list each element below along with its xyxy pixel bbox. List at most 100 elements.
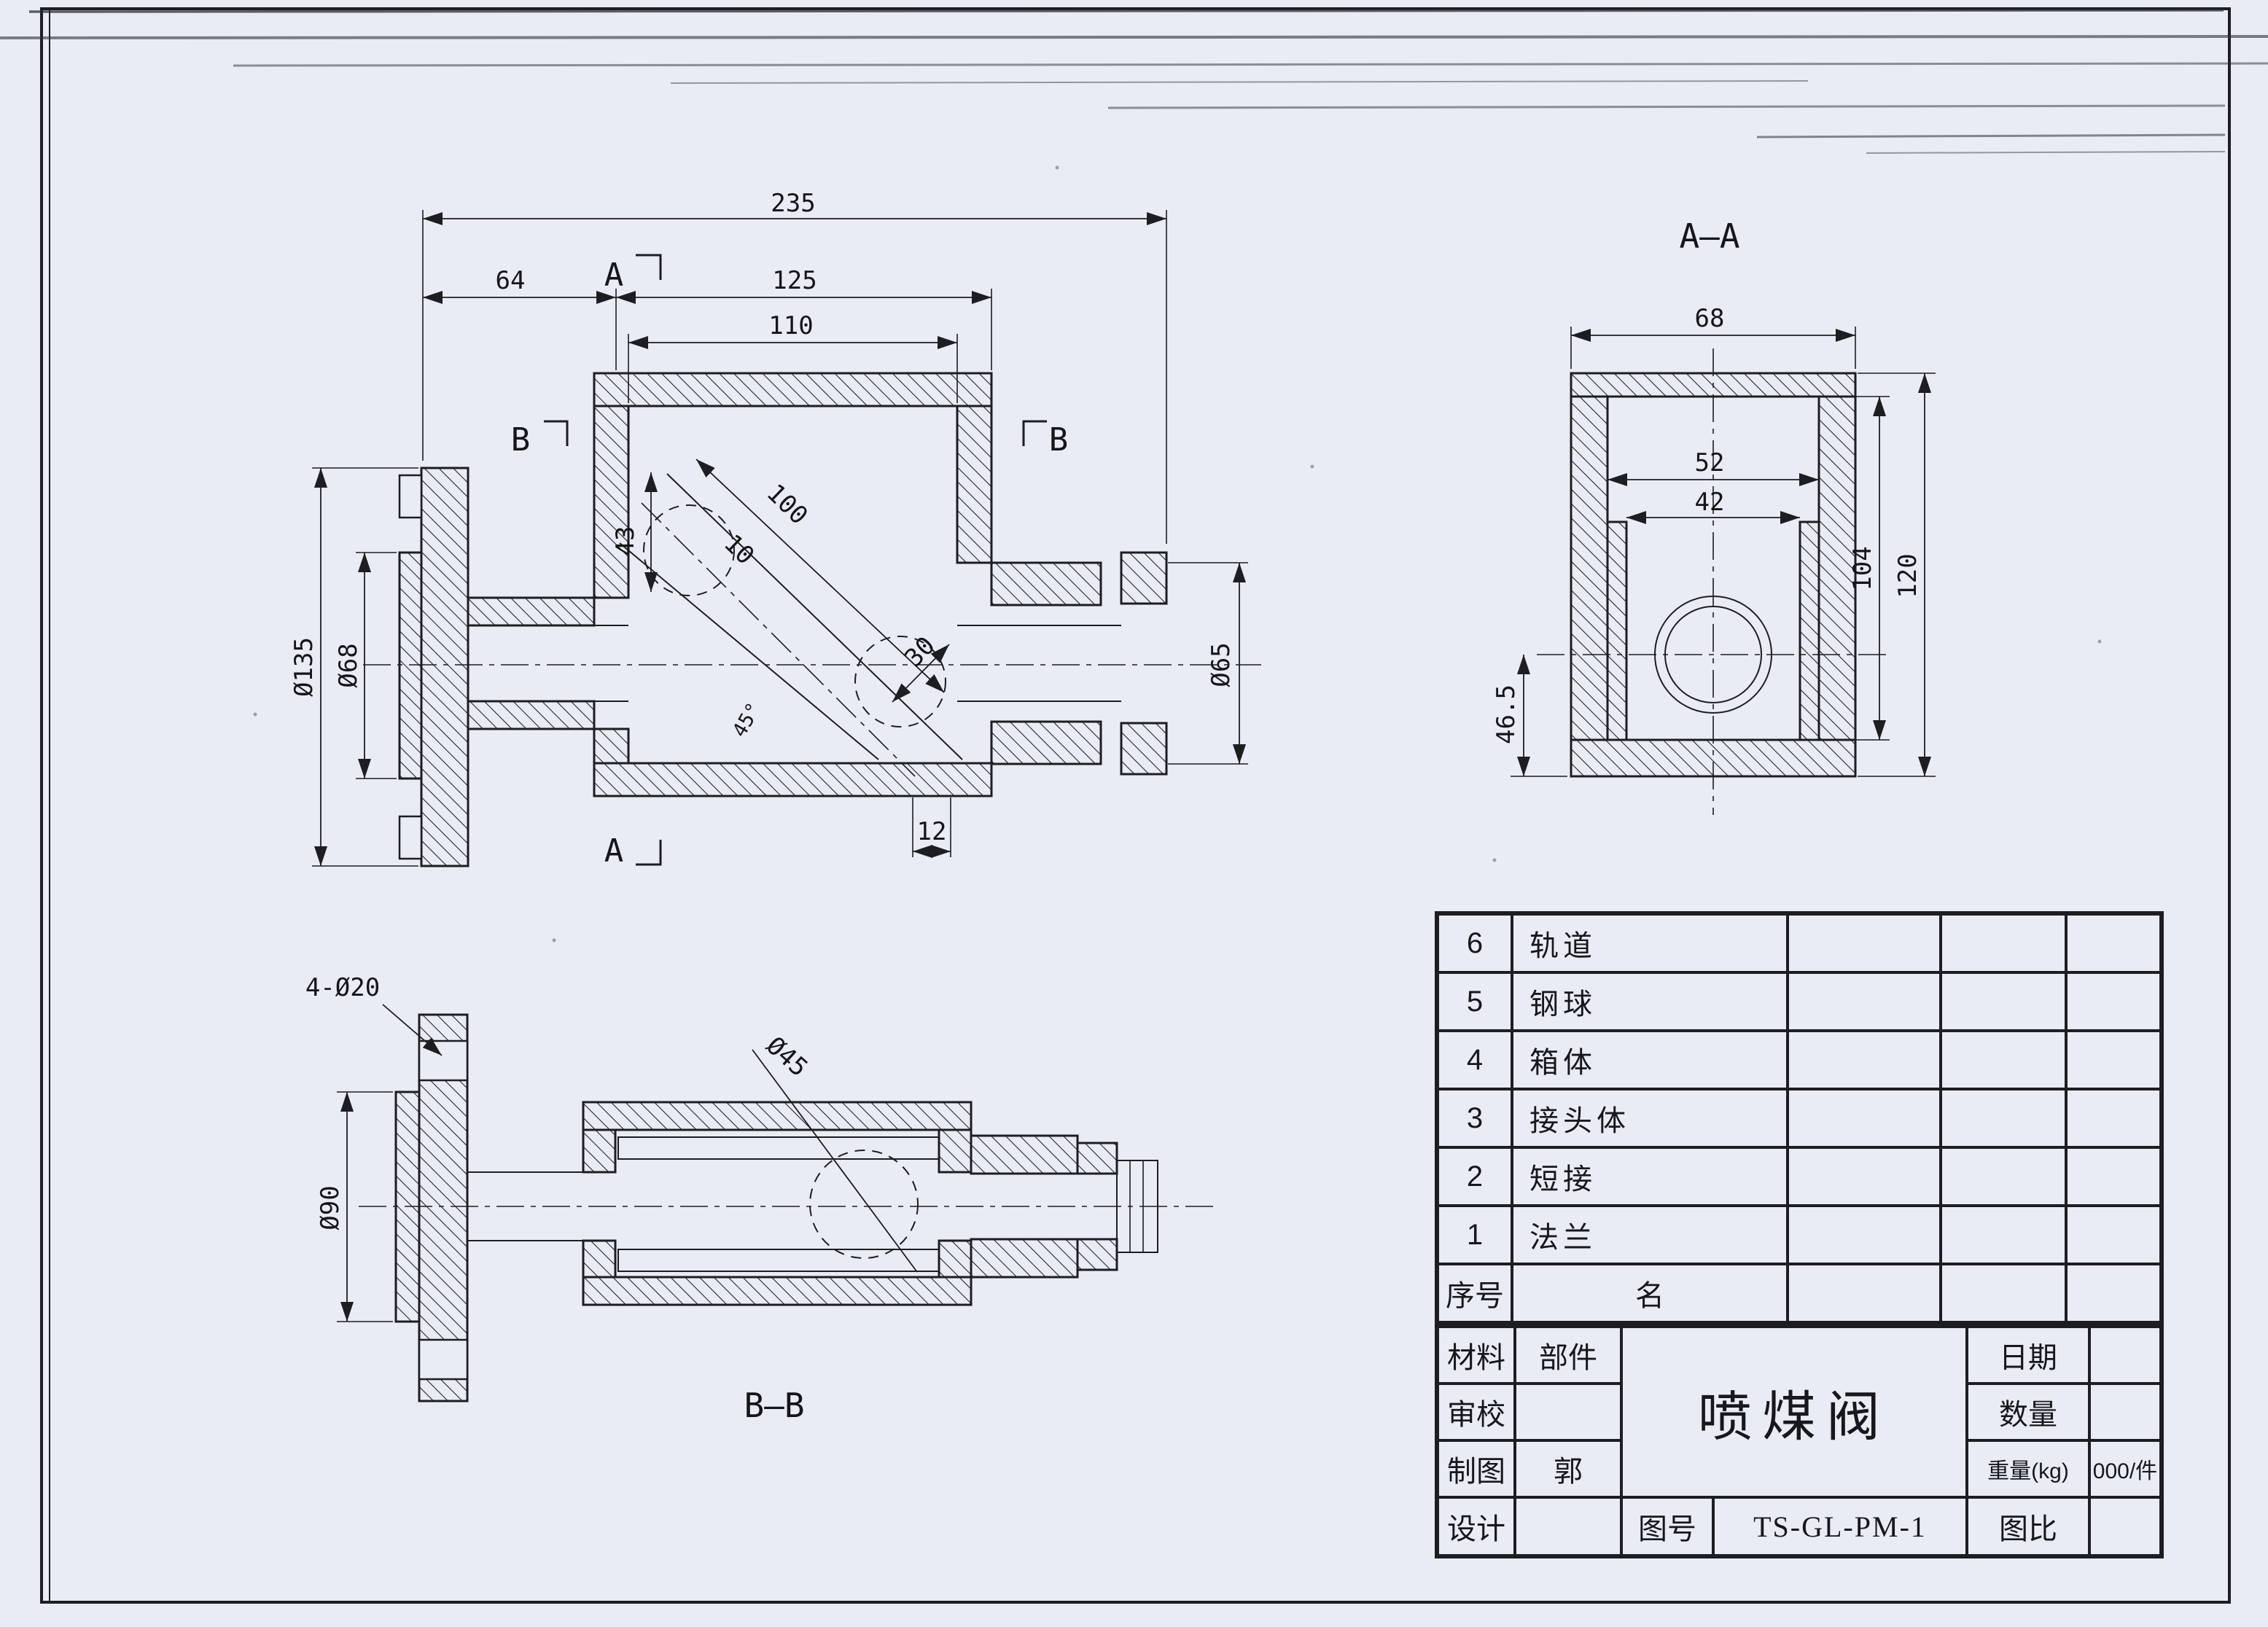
- parts-empty-cell: [1788, 972, 1941, 1031]
- titleblock-empty-cell: [2089, 1327, 2161, 1384]
- aa-rail-left: [1606, 520, 1628, 741]
- section-bracket-b-right: [1022, 420, 1047, 446]
- parts-empty-cell: [1941, 1206, 2066, 1264]
- extension-lines: [1511, 327, 1936, 777]
- parts-empty-cell: [1788, 1206, 1941, 1264]
- dim-d65-label: Ø65: [1207, 642, 1236, 687]
- flange-plate: [420, 467, 469, 867]
- part-no: 4: [1438, 1031, 1512, 1089]
- parts-empty-cell: [1941, 914, 2066, 972]
- bb-sleeve-bottom: [617, 1249, 940, 1272]
- dim-d90-label: Ø90: [316, 1185, 345, 1230]
- dim-100-label: 100: [761, 478, 814, 530]
- bb-end-cap-lines: [1129, 1160, 1144, 1252]
- section-bracket-a-top: [636, 254, 662, 280]
- scan-streak: [1756, 133, 2226, 138]
- parts-empty-cell: [2066, 1031, 2161, 1089]
- scan-speckle: [552, 938, 556, 943]
- scan-streak: [0, 35, 2268, 39]
- part-name: 箱体: [1512, 1031, 1788, 1089]
- weight-value: 000/件: [2089, 1440, 2161, 1497]
- qty-label: 数量: [1967, 1384, 2089, 1440]
- dim-line-30: [892, 644, 950, 703]
- dim-68-label: 68: [1695, 304, 1725, 333]
- part-name: 轨道: [1512, 914, 1788, 972]
- title-block: 材料 部件 喷煤阀 日期 审校 数量 制图 郭 重量(kg) 000/件 设计 …: [1435, 1324, 2164, 1558]
- pipe-bore-lines: [594, 625, 628, 702]
- bb-flange-raised-face: [394, 1090, 421, 1323]
- dim-120-label: 120: [1893, 553, 1922, 598]
- connector-bore-lines: [957, 625, 1121, 702]
- part-label: 部件: [1515, 1327, 1621, 1384]
- dim-125-label: 125: [772, 266, 817, 295]
- parts-empty-cell: [2066, 1147, 2161, 1206]
- dim-110-label: 110: [768, 311, 813, 340]
- bb-bolt-hole-top: [418, 1039, 469, 1082]
- coupling-lower: [1120, 722, 1168, 776]
- scan-speckle: [1310, 464, 1314, 469]
- bb-body-top-wall: [582, 1101, 973, 1131]
- bb-right-wall-upper: [938, 1128, 973, 1174]
- dim-64-label: 64: [496, 266, 526, 295]
- holes-label: 4-Ø20: [305, 973, 380, 1002]
- parts-empty-cell: [1788, 1147, 1941, 1206]
- section-marker-b-right: B: [1049, 421, 1069, 459]
- parts-empty-cell: [1941, 1147, 2066, 1206]
- titleblock-empty-cell: [1515, 1497, 1621, 1556]
- scan-speckle: [2097, 639, 2102, 644]
- bb-connector-lower: [970, 1238, 1079, 1279]
- parts-empty-cell: [2066, 1089, 2161, 1147]
- body-top-wall: [593, 372, 993, 407]
- part-name: 钢球: [1512, 972, 1788, 1031]
- part-name: 短接: [1512, 1147, 1788, 1206]
- part-no: 6: [1438, 914, 1512, 972]
- bb-sleeve-top: [617, 1136, 940, 1160]
- scale-label: 图比: [1967, 1497, 2089, 1556]
- border-rect: [40, 7, 2231, 1604]
- section-bracket-b-left: [544, 420, 569, 446]
- body-left-wall-upper: [593, 405, 630, 599]
- section-aa-title: A—A: [1679, 216, 1739, 256]
- titleblock-empty-cell: [2089, 1384, 2161, 1440]
- part-no: 1: [1438, 1206, 1512, 1264]
- material-label: 材料: [1438, 1327, 1515, 1384]
- connector-lower: [990, 720, 1102, 765]
- scan-speckle: [1492, 858, 1497, 862]
- part-name: 接头体: [1512, 1089, 1788, 1147]
- parts-empty-cell: [1788, 914, 1941, 972]
- dim-d68-label: Ø68: [334, 643, 363, 687]
- section-bb-title: B—B: [744, 1386, 804, 1425]
- part-no: 5: [1438, 972, 1512, 1031]
- aa-left-wall: [1570, 395, 1609, 741]
- scan-streak: [670, 80, 1809, 84]
- dim-52-label: 52: [1695, 448, 1725, 477]
- section-marker-b-left: B: [511, 421, 531, 459]
- pipe-wall-top: [467, 596, 596, 627]
- leader-d45: [752, 1049, 918, 1273]
- main-view: 235 64 125 110 Ø135 Ø68 Ø65 43 100 10 30…: [289, 189, 1261, 870]
- body-left-wall-lower: [593, 727, 630, 765]
- parts-empty-cell: [1788, 1089, 1941, 1147]
- dim-43-label: 43: [611, 526, 640, 556]
- ball-inner-circle: [1664, 606, 1762, 703]
- parts-empty-cell: [2066, 1264, 2161, 1322]
- scan-streak: [28, 9, 2224, 13]
- dwg-no-label: 图号: [1621, 1497, 1713, 1556]
- dim-42-label: 42: [1695, 488, 1725, 517]
- date-label: 日期: [1967, 1327, 2089, 1384]
- bb-left-wall-upper: [582, 1128, 617, 1174]
- bb-end-cap: [1116, 1160, 1158, 1253]
- ball-outer-circle: [1654, 596, 1772, 714]
- drawing-title: 喷煤阀: [1621, 1327, 1967, 1497]
- section-aa-view: A—A 68 52 42 104 120 46.5: [1492, 216, 1936, 815]
- parts-header-no: 序号: [1438, 1264, 1512, 1322]
- dim-104-label: 104: [1848, 546, 1877, 590]
- dim-d45-label: Ø45: [760, 1031, 813, 1082]
- scan-noise: [0, 9, 2268, 943]
- section-bb-view: 4-Ø20 Ø90 Ø45 B—B: [305, 973, 1214, 1425]
- bb-coupling-upper: [1076, 1142, 1118, 1175]
- part-no: 3: [1438, 1089, 1512, 1147]
- dim-235-label: 235: [771, 189, 815, 218]
